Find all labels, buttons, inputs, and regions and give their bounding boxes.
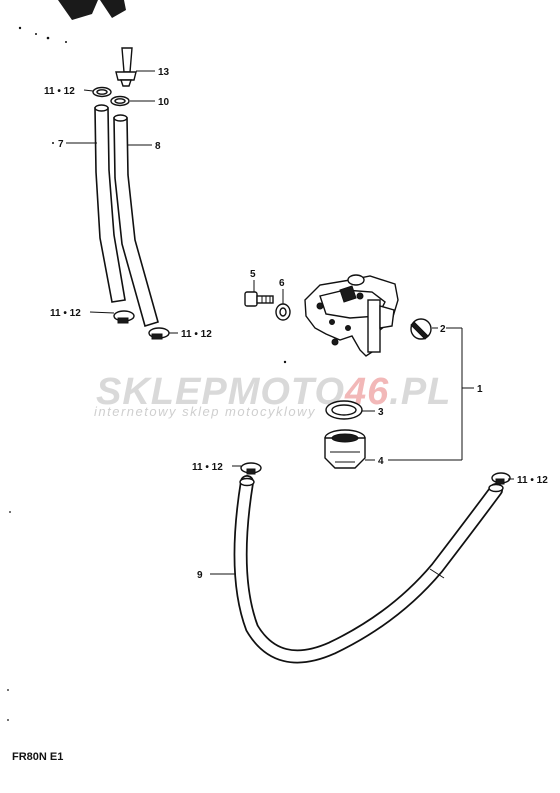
callout-4: 4 bbox=[378, 456, 384, 467]
callout-10: 10 bbox=[158, 97, 170, 108]
callout-11-12-right: 11 • 12 bbox=[517, 475, 548, 486]
speck-marks bbox=[7, 26, 67, 721]
hose-part-8 bbox=[113, 117, 159, 328]
watermark-tagline: internetowy sklep motocyklowy bbox=[94, 404, 316, 419]
callout-6: 6 bbox=[279, 278, 285, 289]
watermark-brand-a: SKLEP bbox=[96, 371, 228, 413]
fuel-cock-body bbox=[304, 274, 399, 357]
svg-text:SKLEPMOTO46.PL: SKLEPMOTO46.PL bbox=[96, 371, 451, 413]
clamp-part-10 bbox=[110, 95, 130, 107]
nipple-part-13 bbox=[115, 47, 137, 87]
clamp-mid-lower bbox=[148, 327, 170, 340]
filter-cup-part-4 bbox=[324, 429, 366, 469]
watermark-brand-b: MOTO bbox=[228, 371, 345, 413]
washer-part-6 bbox=[275, 303, 291, 321]
callout-5: 5 bbox=[250, 269, 256, 280]
watermark-brand-d: .PL bbox=[389, 371, 451, 413]
callout-11-12-left: 11 • 12 bbox=[50, 308, 81, 319]
clamp-low-right bbox=[491, 472, 511, 485]
watermark: SKLEPMOTO46.PL internetowy sklep motocyk… bbox=[94, 371, 451, 419]
corner-fragment bbox=[58, 0, 126, 20]
hose-part-9 bbox=[233, 475, 504, 664]
callout-2: 2 bbox=[440, 324, 446, 335]
hose-part-7 bbox=[94, 107, 126, 303]
clamp-low-left bbox=[240, 462, 262, 475]
callout-11-12-mid: 11 • 12 bbox=[181, 329, 212, 340]
callout-9: 9 bbox=[197, 570, 203, 581]
callout-11-12-top: 11 • 12 bbox=[44, 86, 75, 97]
lever-part-2 bbox=[410, 318, 432, 340]
callout-1: 1 bbox=[477, 384, 483, 395]
clamp-top-left bbox=[92, 86, 112, 98]
callout-7: 7 bbox=[58, 139, 64, 150]
callout-11-12-low: 11 • 12 bbox=[192, 462, 223, 473]
o-ring-part-3 bbox=[325, 400, 363, 420]
callout-13: 13 bbox=[158, 67, 170, 78]
callout-8: 8 bbox=[155, 141, 161, 152]
callout-3: 3 bbox=[378, 407, 384, 418]
clamp-left-lower bbox=[113, 310, 135, 324]
model-code: FR80N E1 bbox=[12, 751, 63, 763]
bolt-part-5 bbox=[244, 291, 274, 307]
callout-1-bracket bbox=[388, 327, 474, 461]
